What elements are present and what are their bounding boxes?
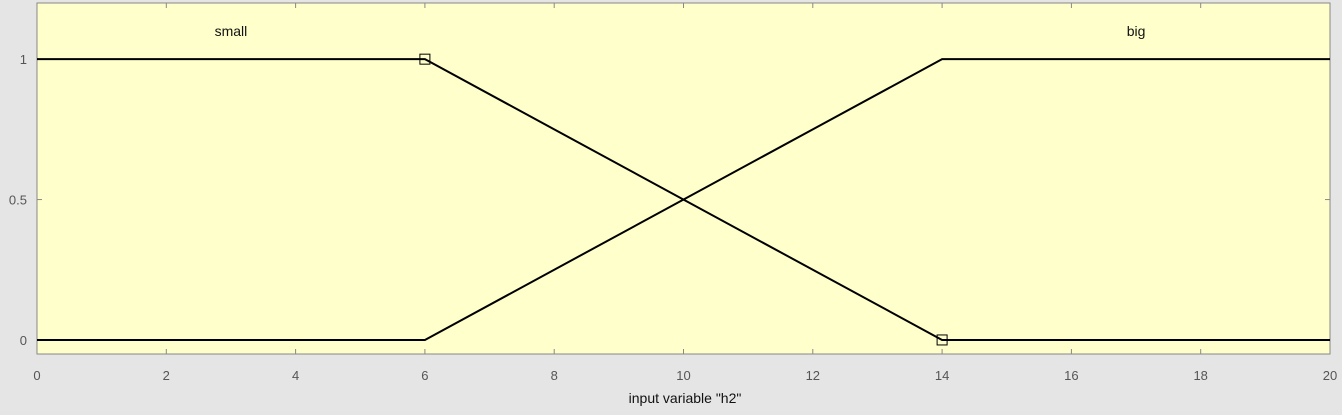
vertex-markers — [419, 53, 948, 346]
x-tick-label: 16 — [1064, 368, 1078, 383]
membership-function-labels: small big — [215, 23, 1146, 39]
series-label-small: small — [215, 23, 248, 39]
series-label-big: big — [1127, 23, 1146, 39]
x-tick-label: 6 — [421, 368, 428, 383]
y-tick-label: 1 — [20, 52, 27, 67]
y-tick-label: 0 — [20, 333, 27, 348]
x-tick-label: 0 — [33, 368, 40, 383]
x-tick-label: 12 — [806, 368, 820, 383]
vertex-marker-handle[interactable] — [419, 53, 431, 65]
plot-area[interactable] — [36, 2, 1331, 355]
x-tick-label: 8 — [551, 368, 558, 383]
x-tick-label: 4 — [292, 368, 299, 383]
x-axis-title: input variable "h2" — [629, 390, 742, 406]
x-tick-label: 2 — [163, 368, 170, 383]
vertex-marker-handle[interactable] — [936, 334, 948, 346]
x-tick-label: 14 — [935, 368, 949, 383]
y-tick-label: 0.5 — [9, 193, 27, 208]
series-lines — [37, 58, 1330, 341]
x-tick-label: 18 — [1193, 368, 1207, 383]
x-tick-label: 10 — [676, 368, 690, 383]
series-line-big[interactable] — [37, 58, 1330, 341]
x-tick-label: 20 — [1323, 368, 1337, 383]
x-axis-ticks: 0 2 4 6 8 10 12 14 16 18 20 — [33, 3, 1337, 383]
